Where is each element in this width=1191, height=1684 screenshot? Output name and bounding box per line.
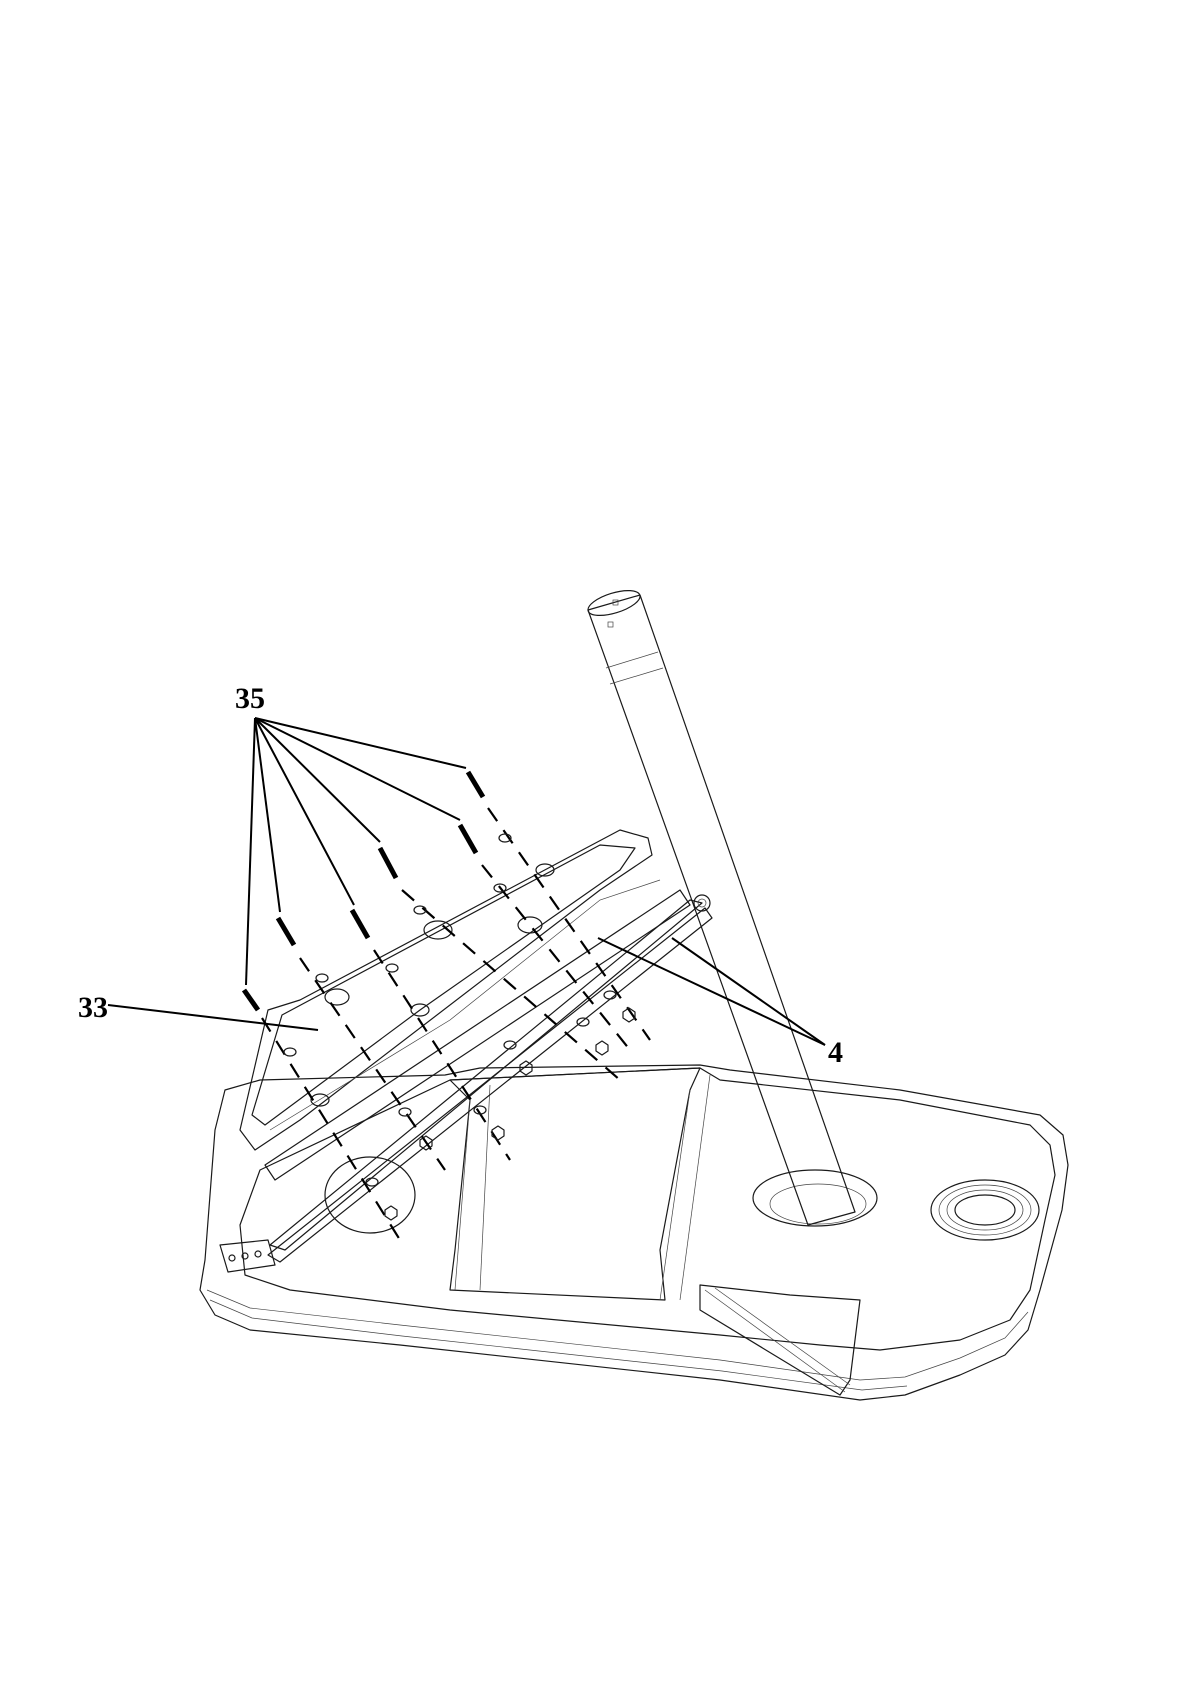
pole-body bbox=[588, 595, 855, 1225]
platform-ridge-left bbox=[455, 1100, 470, 1290]
base-top-rim bbox=[240, 1068, 1055, 1350]
leaders-35 bbox=[246, 718, 466, 985]
arm-upper bbox=[270, 900, 702, 1250]
cover-plate-outline bbox=[240, 830, 652, 1150]
callout-35: 35 bbox=[235, 682, 265, 715]
arm-second bbox=[265, 890, 690, 1180]
screw-3 bbox=[352, 910, 510, 1160]
rear-strut-rod bbox=[705, 1290, 845, 1392]
pole-collar-2 bbox=[610, 668, 663, 684]
callout-33: 33 bbox=[78, 991, 108, 1024]
screw-5 bbox=[460, 825, 630, 1050]
platform-ridge-right bbox=[660, 1090, 690, 1300]
callout-4: 4 bbox=[828, 1036, 843, 1069]
cover-plate-hole-1 bbox=[325, 989, 349, 1005]
screw-2 bbox=[278, 918, 445, 1170]
base-platform bbox=[450, 1068, 700, 1300]
screw-6 bbox=[468, 772, 650, 1040]
base-assembly bbox=[200, 1065, 1068, 1400]
washers bbox=[284, 834, 635, 1220]
base-outer-outline bbox=[200, 1065, 1068, 1400]
cover-plate-hole-3 bbox=[518, 917, 542, 933]
fill-cap bbox=[931, 1180, 1039, 1240]
pole-socket bbox=[753, 1170, 877, 1226]
screw-4 bbox=[380, 848, 620, 1080]
base-lower-band-2 bbox=[210, 1300, 907, 1390]
platform-ridge-right-2 bbox=[680, 1075, 710, 1300]
pole-collar bbox=[606, 652, 658, 668]
left-socket bbox=[325, 1157, 415, 1233]
pole bbox=[585, 586, 855, 1225]
leader-33 bbox=[108, 1005, 318, 1030]
rear-strut bbox=[700, 1285, 860, 1395]
base-lower-band bbox=[207, 1290, 1028, 1380]
fasteners bbox=[244, 772, 650, 1240]
